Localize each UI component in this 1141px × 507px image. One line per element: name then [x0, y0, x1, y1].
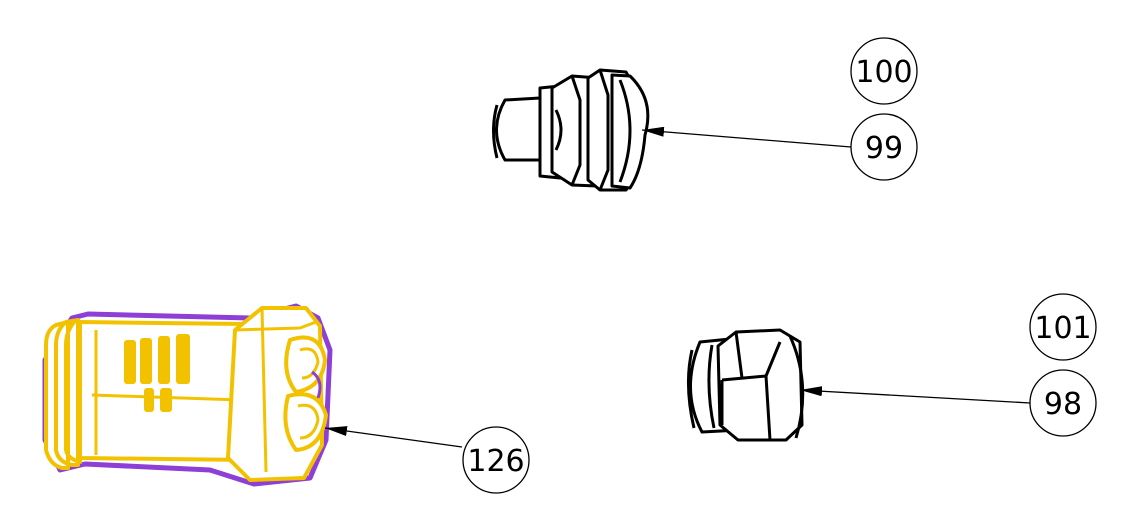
balloon-99-label: 99: [865, 131, 903, 166]
balloon-101: 101: [1029, 293, 1097, 361]
balloon-126-label: 126: [467, 444, 524, 479]
bulkhead-fitting-part: [492, 68, 650, 192]
connector-housing-part: [42, 303, 333, 487]
leader-lines: [324, 126, 1031, 448]
leader-line-98: [799, 386, 1031, 404]
leader-line-126: [324, 426, 463, 448]
balloon-126: 126: [462, 426, 530, 494]
balloon-99: 99: [850, 113, 918, 181]
leader-line-99: [641, 126, 852, 148]
balloon-100: 100: [850, 37, 918, 105]
balloon-98-label: 98: [1044, 387, 1082, 422]
hex-cap-part: [686, 328, 805, 442]
balloon-100-label: 100: [855, 55, 912, 90]
balloon-101-label: 101: [1034, 311, 1091, 346]
balloon-98: 98: [1029, 369, 1097, 437]
